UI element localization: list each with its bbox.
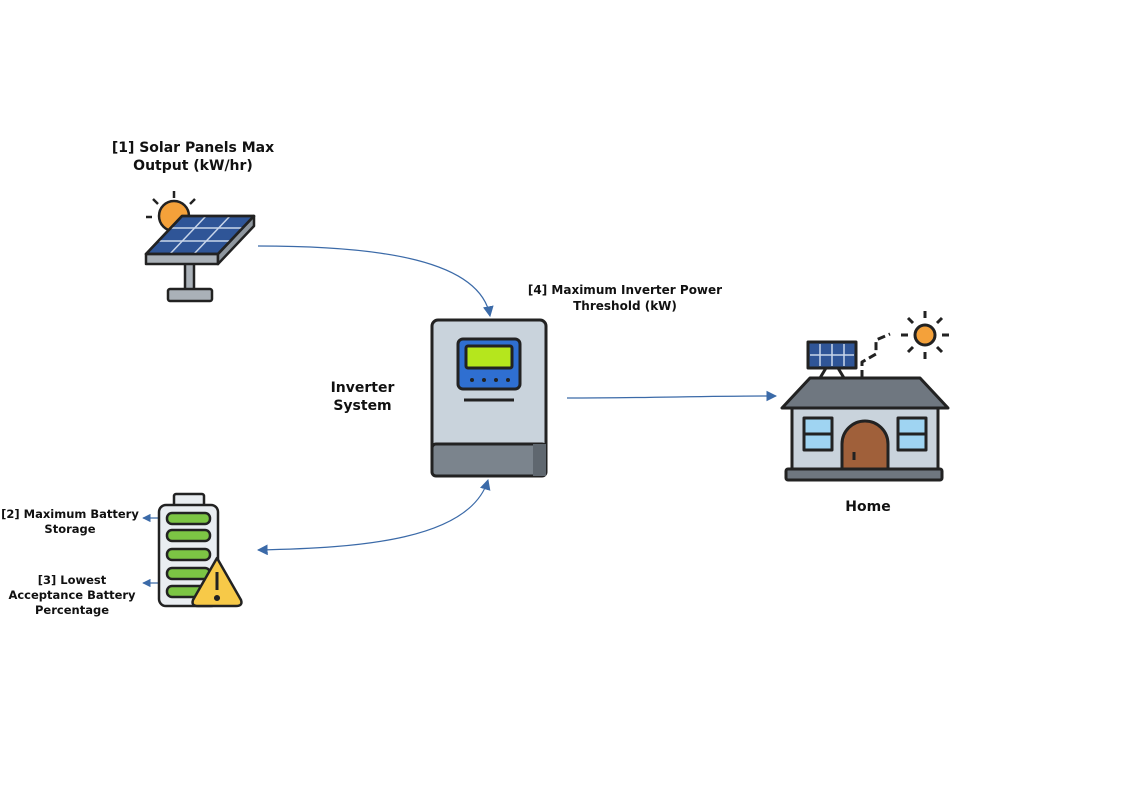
lowest-acceptance-label: [3] Lowest Acceptance Battery Percentage (8, 573, 136, 617)
home-label: Home (845, 499, 891, 515)
inverter-to-home-arrow (566, 390, 778, 402)
battery-storage-label: [2] Maximum Battery Storage (1, 507, 139, 536)
warning-icon (191, 556, 243, 608)
inverter-system-label: Inverter System (330, 380, 395, 415)
house-icon (780, 311, 950, 482)
inverter-battery-bidirectional-arrow (256, 478, 491, 556)
solar-panel-icon (144, 191, 256, 303)
solar-panels-label: [1] Solar Panels Max Output (kW/hr) (111, 140, 275, 175)
rooftop-solar-panel-icon (806, 340, 858, 379)
inverter-threshold-label: [4] Maximum Inverter Power Threshold (kW… (527, 283, 723, 313)
solar-to-inverter-arrow (257, 245, 494, 318)
home-sun-icon (901, 311, 949, 359)
battery-warning-icon (157, 492, 243, 608)
inverter-display-icon (456, 337, 522, 402)
inverter-icon (430, 318, 548, 478)
